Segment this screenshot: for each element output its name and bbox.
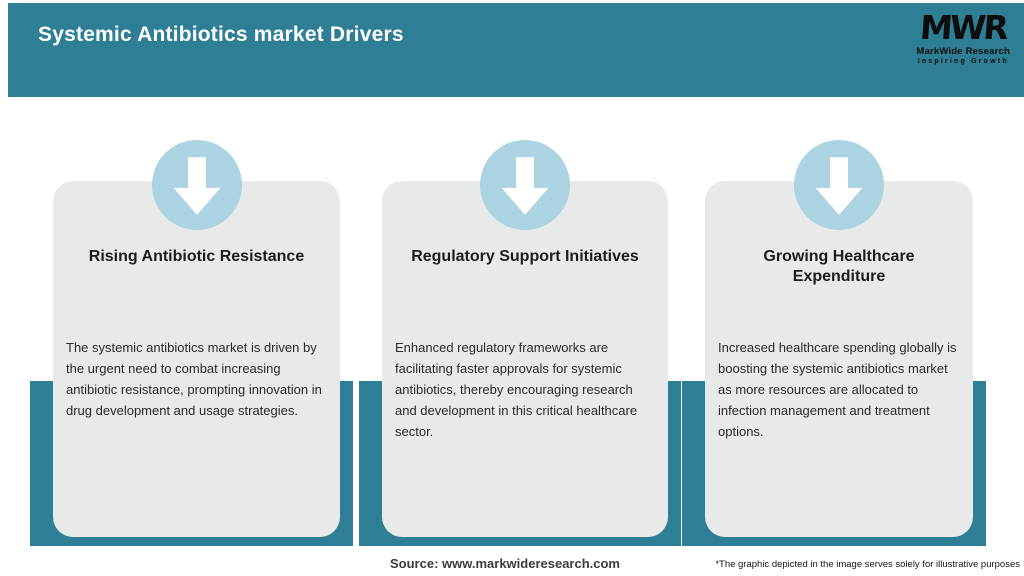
driver-column-2: Regulatory Support Initiatives Enhanced …	[359, 0, 681, 576]
disclaimer-text: *The graphic depicted in the image serve…	[715, 559, 1020, 570]
down-arrow-icon	[480, 140, 570, 230]
page-title: Systemic Antibiotics market Drivers	[38, 23, 404, 46]
card-title: Growing Healthcare Expenditure	[763, 248, 915, 285]
down-arrow-icon	[151, 140, 242, 230]
header-banner: Systemic Antibiotics market Drivers MWR …	[8, 3, 1024, 97]
down-arrow-icon	[794, 140, 884, 230]
card-description: The systemic antibiotics market is drive…	[66, 340, 322, 418]
logo-company-name: MarkWide Research	[916, 46, 1010, 57]
card-title: Regulatory Support Initiatives	[411, 248, 639, 265]
logo-tagline: Inspiring Growth	[917, 58, 1009, 65]
markwide-logo: MWR MarkWide Research Inspiring Growth	[916, 8, 1010, 65]
driver-column-3: Growing Healthcare Expenditure Increased…	[682, 0, 986, 576]
driver-card: Regulatory Support Initiatives Enhanced …	[382, 181, 668, 537]
card-title: Rising Antibiotic Resistance	[88, 248, 305, 265]
driver-column-1: Rising Antibiotic Resistance The systemi…	[30, 0, 353, 576]
driver-card: Growing Healthcare Expenditure Increased…	[705, 181, 973, 537]
card-description: Increased healthcare spending globally i…	[718, 340, 957, 439]
driver-card: Rising Antibiotic Resistance The systemi…	[53, 181, 340, 537]
source-link[interactable]: Source: www.markwideresearch.com	[389, 556, 621, 571]
card-description: Enhanced regulatory frameworks are facil…	[395, 340, 638, 439]
